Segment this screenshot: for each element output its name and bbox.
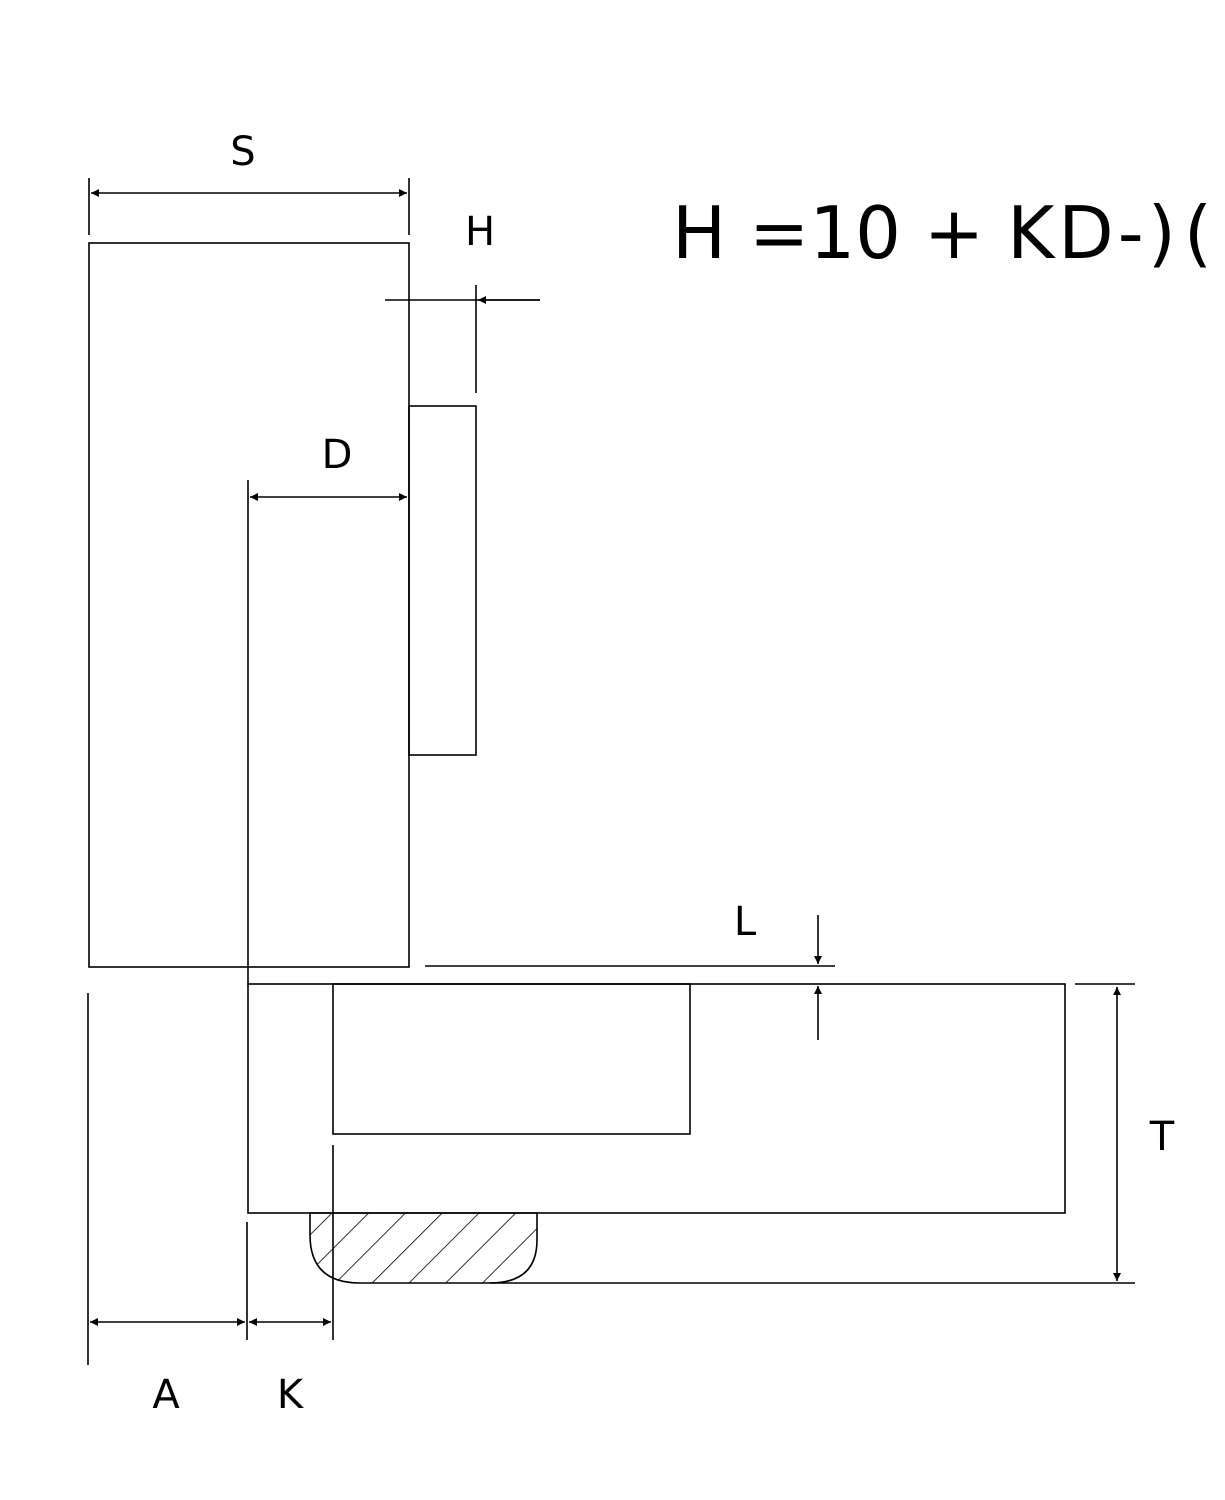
label-s: S [230,129,255,175]
door-panel [88,242,410,968]
dimension-h: H [385,209,540,393]
formula-main: H =10 + K [672,191,1056,275]
dimension-d: D [250,432,407,501]
dimension-s: S [88,129,410,235]
cabinet-side [247,983,1066,1214]
dimension-l: L [425,899,835,1040]
formula: H =10 + KD-)( [672,191,1212,275]
formula-close: ) [1148,191,1176,275]
dimension-a-k: A K [87,993,334,1418]
formula-d: D [1058,191,1113,275]
dimension-t: T [1075,983,1175,1281]
label-d: D [322,432,353,478]
formula-text: H =10 + KD-)( [672,191,1212,275]
hatched-section [309,1212,1135,1284]
formula-minus: - [1118,191,1144,275]
label-l: L [734,899,757,945]
label-h: H [465,209,495,255]
label-a: A [152,1372,180,1418]
formula-open: ( [1184,191,1212,275]
label-k: K [277,1372,305,1418]
label-t: T [1149,1114,1175,1160]
hinge-plate [408,405,477,756]
